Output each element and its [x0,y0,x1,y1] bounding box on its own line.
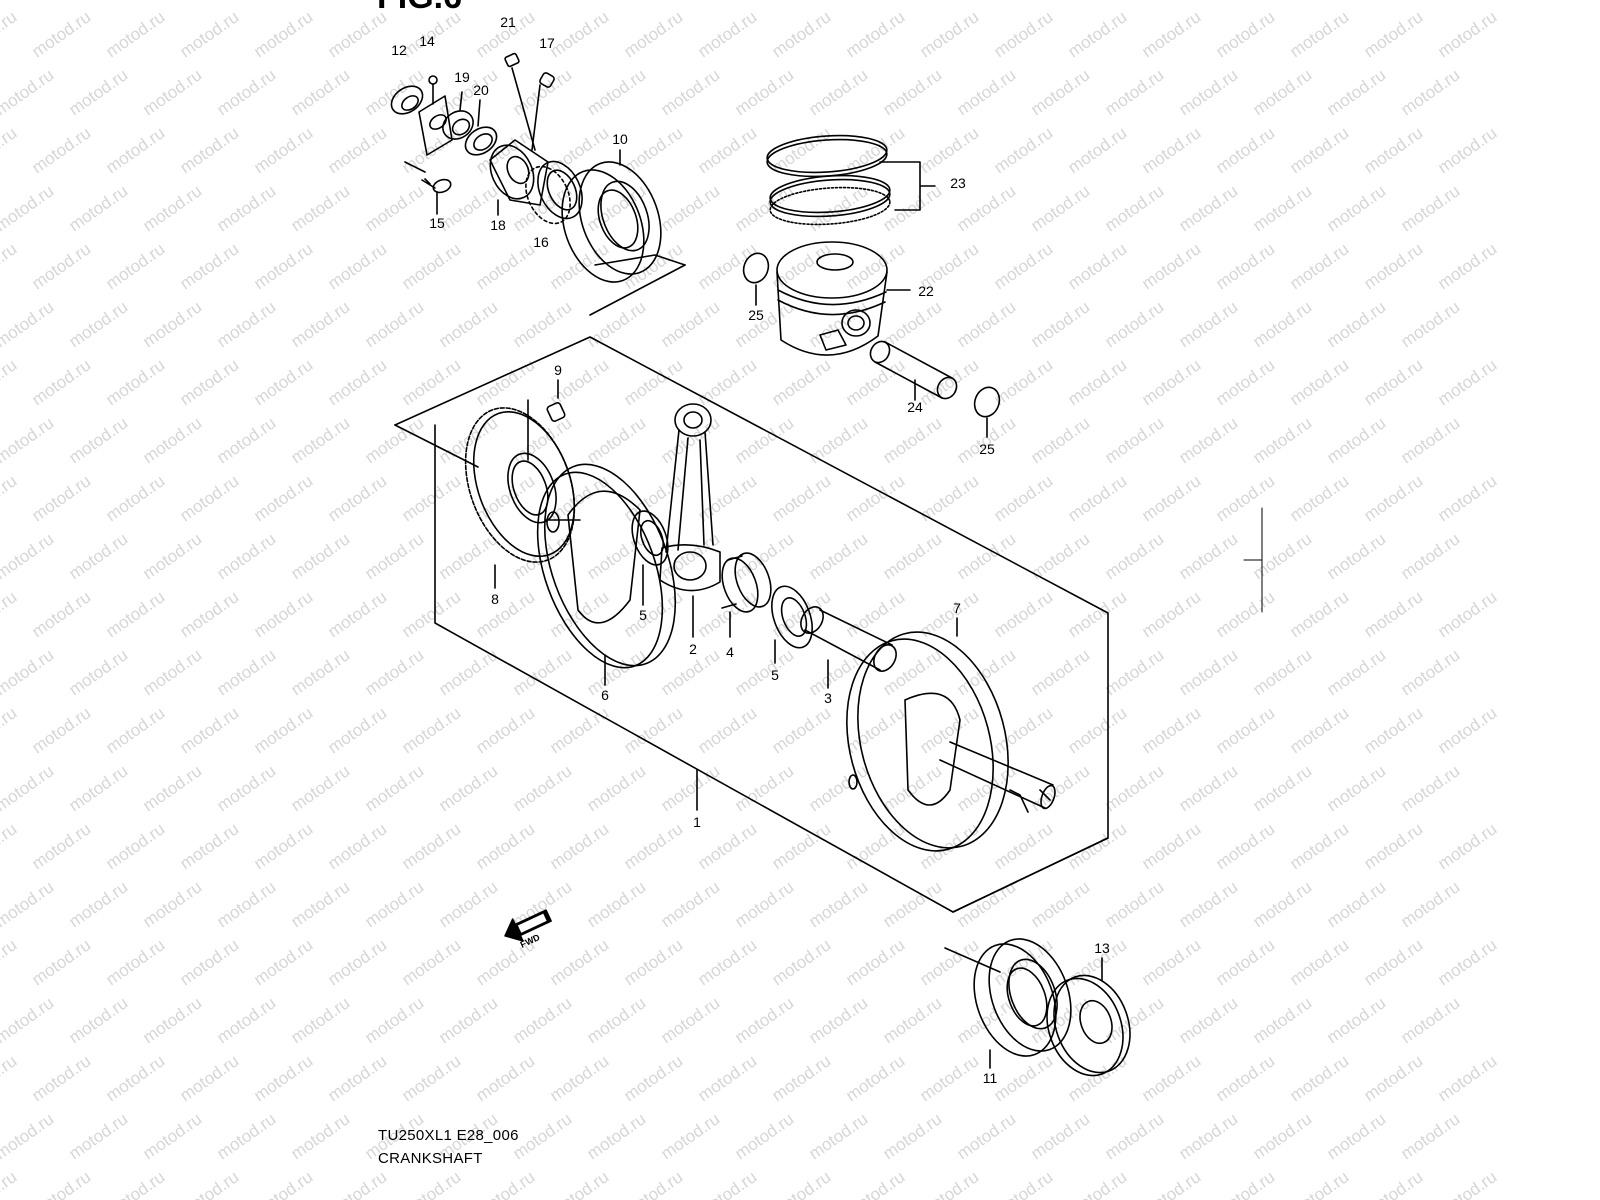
part-19-nut [442,91,474,140]
assembly-group-frame [394,336,1109,913]
part-4-needle-bearing [721,552,772,638]
part-25-circlip-lower [973,386,1001,438]
callout-c16: 16 [533,234,549,250]
part-16-gear [525,160,583,225]
part-3-crank-pin [800,606,897,689]
part-5-washer-right [771,585,813,664]
part-13-oil-seal [1046,957,1131,1077]
model-code-caption: TU250XL1 E28_006 [378,1127,519,1144]
part-23-piston-rings [766,134,936,226]
callout-c25b: 25 [979,441,995,457]
callout-c18: 18 [490,217,506,233]
upper-assembly-frame [404,161,686,316]
callout-c14: 14 [419,33,435,49]
callout-c11: 11 [983,1070,998,1086]
part-12-oil-seal [390,85,424,115]
part-17-pin [531,72,555,151]
part-5-washer-left [631,510,669,606]
part-18-primary-gear [489,139,549,216]
part-11-bearing [973,938,1072,1069]
callout-c23: 23 [950,175,966,191]
part-9-key [527,379,566,461]
callout-c17: 17 [539,35,555,51]
part-20-washer [464,99,498,156]
part-21-key [504,52,536,151]
callout-c3: 3 [824,690,832,706]
callout-c6: 6 [601,687,609,703]
callout-c4: 4 [726,644,734,660]
callout-c9: 9 [554,362,562,378]
callout-c21: 21 [500,14,516,30]
part-25-circlip-upper [742,252,770,306]
part-22-piston [776,241,911,356]
callout-c10: 10 [612,131,628,147]
part-15-screw [421,178,452,215]
margin-tick [1243,507,1263,613]
callout-c5a: 5 [639,607,647,623]
callout-c24: 24 [907,399,923,415]
part-10-bearing [561,149,662,283]
callout-c2: 2 [689,641,697,657]
part-24-piston-pin [869,340,958,401]
callout-c5b: 5 [771,667,779,683]
callout-c25a: 25 [748,307,764,323]
callout-c13: 13 [1094,940,1110,956]
callout-c12: 12 [391,42,407,58]
callout-c20: 20 [473,82,489,98]
section-name-caption: CRANKSHAFT [378,1150,483,1167]
part-14-plate [418,75,453,156]
figure-title: FIG.6 [377,0,462,17]
callout-c15: 15 [429,215,445,231]
callout-labels: 1234556789101112131415161718192021222324… [391,14,1110,1086]
part-8-sprocket [464,407,576,589]
callout-c1: 1 [693,814,701,830]
part-7-crank-web-right [846,617,1056,852]
part-6-crank-web-left [536,463,677,686]
callout-c8: 8 [491,591,499,607]
fwd-arrow-icon [504,909,552,942]
part-2-connecting-rod [659,403,721,638]
callout-c19: 19 [454,69,470,85]
callout-c22: 22 [918,283,934,299]
callout-c7: 7 [953,600,961,616]
